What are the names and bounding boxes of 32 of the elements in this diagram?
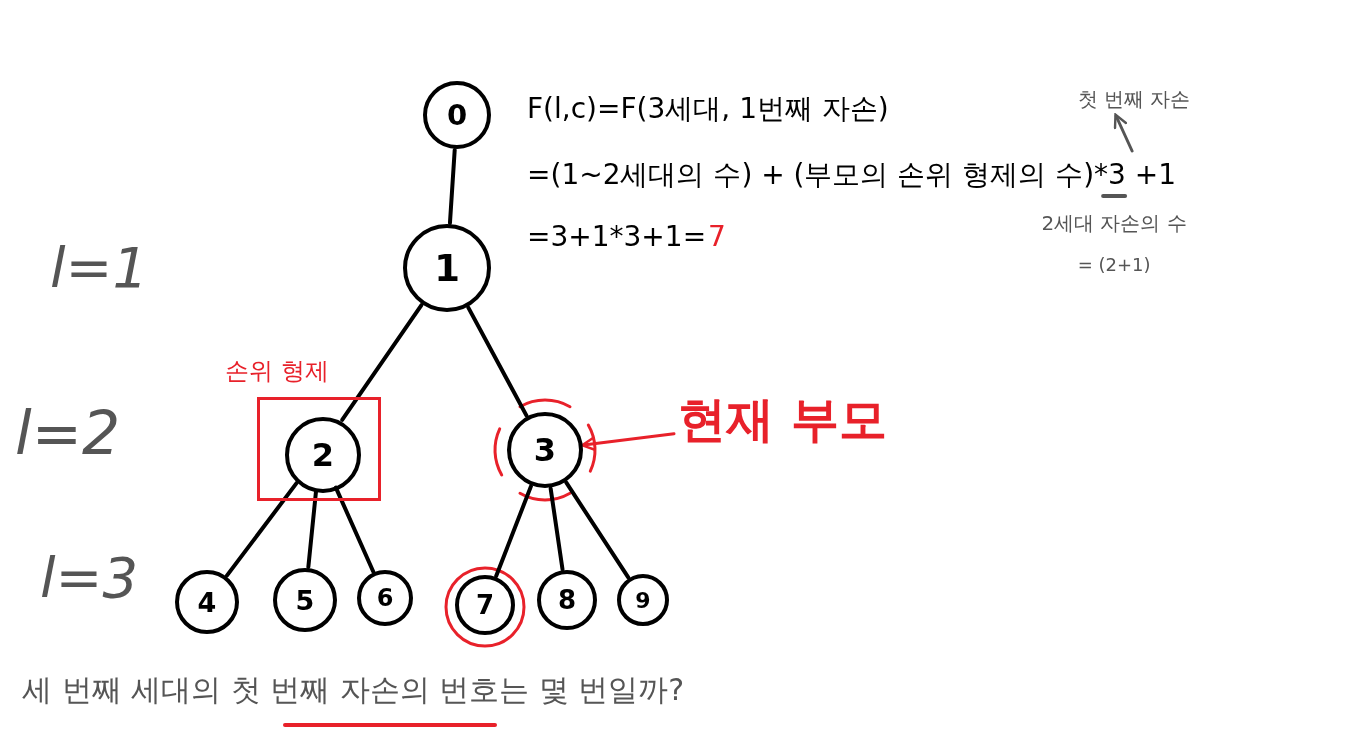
formula-text: =3+1*3+1= xyxy=(527,220,707,253)
question-text: 세 번째 세대의 첫 번째 자손의 번호는 몇 번일까? xyxy=(22,671,685,709)
tree-node-circle: 7 xyxy=(455,575,515,635)
formula-text: =(1~2세대의 수) + (부모의 손위 형제의 수)*3 +1 xyxy=(527,157,1177,193)
box-heading: 손위 형제 xyxy=(225,356,329,387)
tree-branch xyxy=(447,147,457,226)
level-label: l=1 xyxy=(50,235,149,300)
tree-node-circle: 3 xyxy=(507,412,583,488)
tree-branch xyxy=(340,303,424,422)
leader-line xyxy=(1113,113,1134,153)
tree-node-circle: 4 xyxy=(175,570,239,634)
result-text: 7 xyxy=(708,220,726,253)
note-text: 첫 번째 자손 xyxy=(1077,86,1191,113)
annotation-text: 현재 부모 xyxy=(678,388,887,452)
tree-node-circle: 2 xyxy=(285,417,361,493)
note-text: = (2+1) xyxy=(1077,254,1151,275)
tree-branch xyxy=(564,480,631,580)
tree-node-circle: 1 xyxy=(403,224,491,312)
tree-node-circle: 6 xyxy=(357,570,413,626)
tree-node-circle: 9 xyxy=(617,574,669,626)
note-text: 2세대 자손의 수 xyxy=(1041,210,1187,237)
tree-branch xyxy=(224,481,299,578)
level-label: l=3 xyxy=(40,545,139,610)
tree-node-circle: 0 xyxy=(423,81,491,149)
tree-branch xyxy=(494,484,533,579)
formula-text: F(l,c)=F(3세대, 1번째 자손) xyxy=(527,91,889,127)
tree-branch xyxy=(548,486,565,572)
tree-node-circle: 8 xyxy=(537,570,597,630)
tree-node-circle: 5 xyxy=(273,568,337,632)
arrow xyxy=(581,432,676,451)
tree-branch xyxy=(466,305,529,418)
level-label: l=2 xyxy=(15,398,121,468)
